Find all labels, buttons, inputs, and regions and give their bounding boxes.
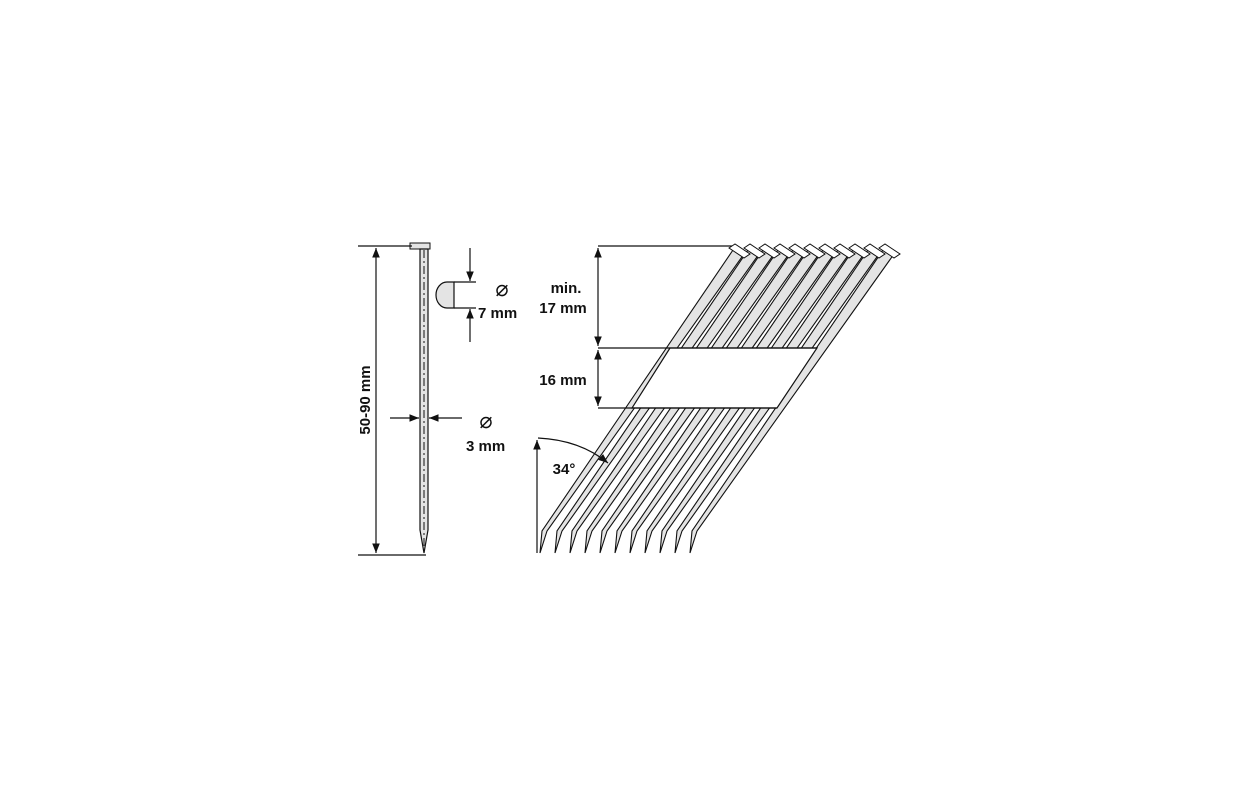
min-length-label: 17 mm [539, 300, 587, 317]
diameter-icon: ⌀ [495, 276, 508, 301]
head-profile [435, 281, 455, 309]
strip-dimensions: min. 17 mm 16 mm [539, 245, 817, 409]
strip-nail-head [818, 243, 841, 259]
strip-nail-head [848, 243, 871, 259]
strip-nail-head [773, 243, 796, 259]
angle-dimension: 34° [533, 437, 609, 553]
head-diameter-detail: ⌀ 7 mm [435, 248, 517, 342]
single-nail [409, 242, 431, 554]
strip-nail-head [758, 243, 781, 259]
strip-nail-head [878, 243, 901, 259]
nail-head [409, 242, 431, 250]
strip-nail-head [863, 243, 886, 259]
min-label: min. [551, 280, 582, 297]
strip-nail-head [833, 243, 856, 259]
strip-width-label: 16 mm [539, 372, 587, 389]
strip-nail-head [803, 243, 826, 259]
shank-diameter-label: 3 mm [466, 438, 505, 455]
shank-diameter-detail: ⌀ 3 mm [390, 408, 505, 455]
length-label: 50-90 mm [357, 365, 374, 434]
nail-strip [539, 243, 901, 554]
strip-nail-head [788, 243, 811, 259]
angle-label: 34° [553, 461, 576, 478]
strip-nail-head [728, 243, 751, 259]
diameter-icon: ⌀ [479, 408, 492, 433]
head-diameter-label: 7 mm [478, 305, 517, 322]
length-dimension: 50-90 mm [357, 245, 426, 556]
strip-nail-head [743, 243, 766, 259]
